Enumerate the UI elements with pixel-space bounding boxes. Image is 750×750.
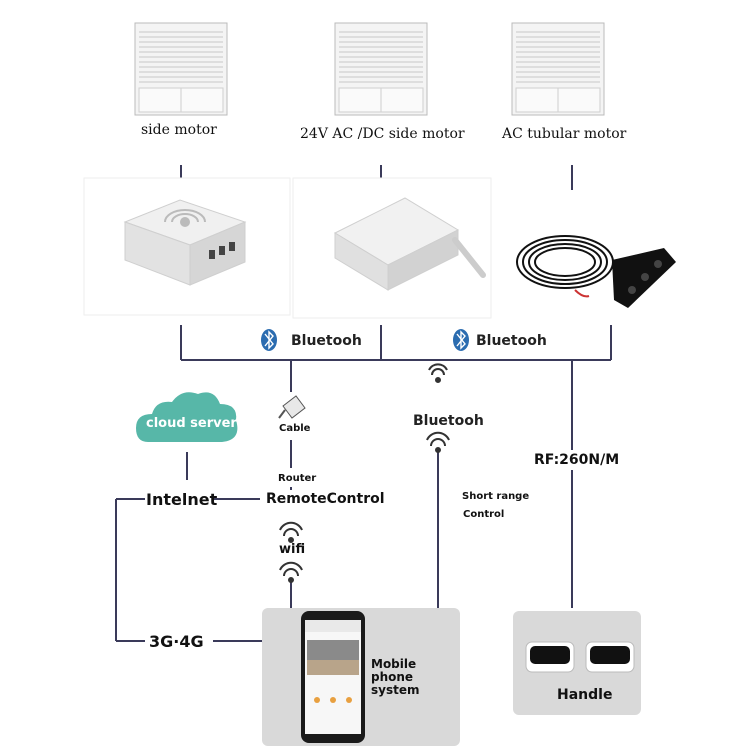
bluetooth-label-phone: Bluetooh (413, 413, 484, 429)
short-range-label: Short range (462, 491, 530, 502)
router-label: Router (278, 473, 317, 484)
handle-label: Handle (557, 687, 613, 703)
cloud-icon (136, 392, 238, 442)
tubular-motor-controller (516, 235, 676, 308)
mobile-phone-label: Mobile phone system (371, 657, 420, 697)
bluetooth-receiver-box-2 (333, 197, 486, 291)
roller-shutter-image-1 (134, 22, 228, 116)
handle-panel (513, 611, 641, 715)
cable-connector-icon (278, 395, 306, 419)
wifi-icon (279, 561, 303, 583)
rf-label: RF:260N/M (534, 452, 620, 468)
connection-lines (115, 165, 612, 642)
roller-shutter-image-3 (511, 22, 605, 116)
internet-label: Intelnet (146, 490, 218, 509)
wifi-icon (279, 521, 303, 543)
cellular-label: 3G·4G (149, 632, 204, 651)
cable-label: Cable (279, 423, 311, 434)
roller-shutter-image-2 (334, 22, 428, 116)
bluetooth-icon (453, 329, 469, 351)
motor-label-tubular: AC tubular motor (502, 126, 627, 142)
remote-control-label: RemoteControl (266, 491, 385, 507)
bluetooth-receiver-box-1 (123, 199, 247, 286)
wifi-label: wifi (279, 542, 306, 557)
bluetooth-label-right: Bluetooh (476, 333, 547, 349)
motor-label-24v: 24V AC /DC side motor (300, 126, 465, 142)
wireless-signal-icon (426, 431, 450, 453)
cloud-server-label: cloud server (146, 416, 237, 431)
control-label: Control (463, 509, 505, 520)
wireless-signal-icon (428, 363, 448, 383)
bluetooth-icon (261, 329, 277, 351)
smartphone-image (301, 611, 365, 743)
handle-remote-image (525, 641, 635, 673)
bluetooth-label-left: Bluetooh (291, 333, 362, 349)
motor-label-side: side motor (141, 122, 217, 138)
